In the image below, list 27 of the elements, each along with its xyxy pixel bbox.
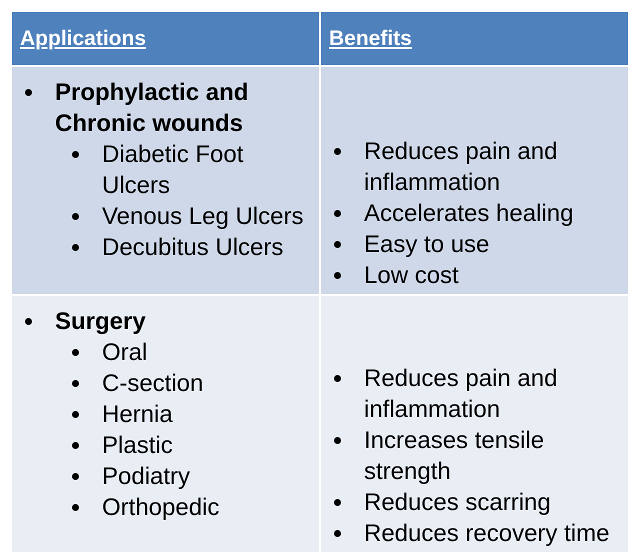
table-cell: [12, 296, 319, 552]
category-heading: Prophylactic and Chronic wounds: [55, 79, 248, 137]
list-item: Decubitus Ulcers: [102, 234, 284, 261]
list-item: Diabetic Foot Ulcers: [102, 141, 244, 199]
list-item: Orthopedic: [102, 494, 220, 521]
list-item: C-section: [102, 370, 204, 397]
header-cell: [321, 12, 628, 65]
table-cell: [12, 67, 319, 294]
list-item: Easy to use: [364, 231, 490, 258]
list-item: Plastic: [102, 432, 173, 459]
header-cell: [12, 12, 319, 65]
column-heading: Applications: [20, 26, 146, 52]
table-cell: [321, 296, 628, 552]
list-item: Reduces scarring: [364, 489, 551, 516]
column-heading: Benefits: [329, 26, 412, 52]
category-heading: Surgery: [55, 308, 146, 335]
table-cell: [321, 67, 628, 294]
list-item: Reduces pain and inflammation: [364, 365, 558, 423]
list-item: Reduces recovery time: [364, 520, 610, 547]
list-item: Reduces pain and inflammation: [364, 138, 558, 196]
list-item: Podiatry: [102, 463, 190, 490]
list-item: Hernia: [102, 401, 173, 428]
list-item: Venous Leg Ulcers: [102, 203, 304, 230]
list-item: Accelerates healing: [364, 200, 574, 227]
list-item: Oral: [102, 339, 148, 366]
list-item: Low cost: [364, 262, 459, 289]
list-item: Increases tensile strength: [364, 427, 544, 485]
